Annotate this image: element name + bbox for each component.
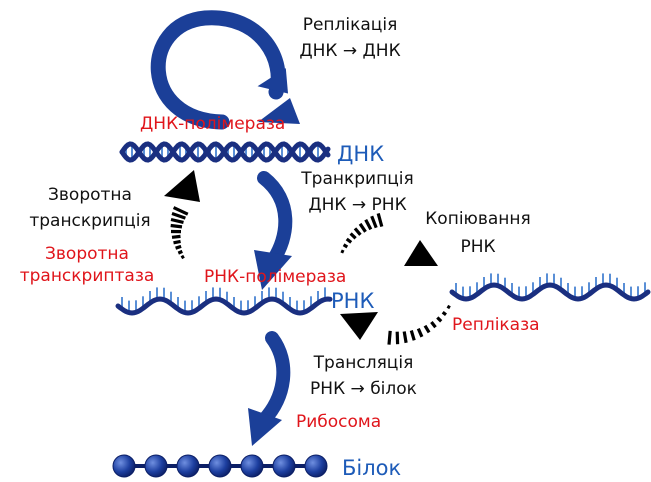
transcription-label: Транкрипція ДНК → РНК — [290, 168, 425, 216]
reverse-arrow-segment — [172, 214, 185, 219]
copy-arrow-segment-bottom — [431, 322, 435, 327]
reverse-transcription-line2: транскрипція — [20, 210, 160, 232]
transcription-title: Транкрипція — [290, 168, 425, 190]
reverse-transcription-label: Зворотна транскрипція — [20, 184, 160, 232]
amino-acid-bead — [241, 455, 263, 477]
reverse-arrow-segment — [181, 256, 184, 258]
copy-arrow-segment-top — [344, 245, 348, 247]
reverse-transcription-arrow — [164, 170, 200, 258]
rna-label: РНК — [331, 288, 374, 314]
translation-arrow — [248, 338, 283, 446]
rna-backbone — [452, 285, 648, 299]
rna-copy-strand — [452, 273, 648, 299]
copy-arrow-segment-bottom — [389, 331, 390, 345]
copy-arrow-segment-bottom — [437, 318, 441, 322]
copy-arrow-segment-bottom — [418, 329, 422, 337]
copy-arrow-segment-top — [351, 234, 356, 239]
reverse-transcriptase-line1: Зворотна — [12, 243, 162, 265]
copy-arrow-segment-top — [347, 239, 352, 242]
dna-double-helix — [122, 144, 328, 160]
rna-polymerase-label: РНК-полімераза — [204, 266, 346, 288]
dna-polymerase-label: ДНК-полімераза — [140, 113, 285, 135]
replication-arrow — [158, 18, 300, 124]
copy-arrow-segment-top — [366, 220, 371, 230]
translation-label: Трансляція РНК → білок — [296, 352, 431, 400]
copy-arrow-segment-top — [341, 251, 344, 252]
reverse-arrow-segment — [176, 246, 182, 248]
copy-arrow-segment-bottom — [443, 312, 446, 315]
replicase-label: Репліказа — [452, 314, 540, 336]
amino-acid-bead — [209, 455, 231, 477]
reverse-arrow-segment — [171, 226, 182, 227]
rna-copying-line1: Копіювання — [418, 208, 538, 230]
protein-label: Білок — [342, 455, 401, 481]
protein-chain — [113, 455, 327, 477]
copy-arrow-segment-top — [355, 228, 360, 234]
copy-arrow-segment-bottom — [404, 332, 406, 343]
amino-acid-bead — [273, 455, 295, 477]
translation-formula: РНК → білок — [296, 378, 431, 400]
reverse-arrow-segment — [178, 251, 182, 253]
reverse-transcription-line1: Зворотна — [20, 184, 160, 206]
amino-acid-bead — [113, 455, 135, 477]
copy-arrow-segment-bottom — [447, 306, 450, 308]
reverse-arrow-segment — [172, 236, 181, 237]
copy-arrow-segment-bottom — [411, 331, 414, 341]
reverse-transcriptase-line2: транскриптаза — [12, 265, 162, 287]
copy-arrow-segment-bottom — [425, 326, 429, 333]
amino-acid-bead — [145, 455, 167, 477]
reverse-arrow-segment — [174, 241, 181, 242]
ribosome-label: Рибосома — [296, 411, 381, 433]
reverse-arrow-segment — [171, 220, 184, 223]
rna-strand — [118, 287, 330, 313]
rna-copying-label: Копіювання РНК — [418, 208, 538, 258]
translation-title: Трансляція — [296, 352, 431, 374]
replication-formula: ДНК → ДНК — [285, 40, 415, 62]
copy-arrow-segment-top — [372, 216, 377, 228]
reverse-transcriptase-label: Зворотна транскриптаза — [12, 243, 162, 287]
replication-label: Реплікація ДНК → ДНК — [285, 14, 415, 62]
rna-copying-line2: РНК — [418, 236, 538, 258]
amino-acid-bead — [177, 455, 199, 477]
replication-title: Реплікація — [285, 14, 415, 36]
rna-backbone — [118, 299, 330, 313]
amino-acid-bead — [305, 455, 327, 477]
copy-arrow-segment-top — [360, 224, 365, 232]
transcription-formula: ДНК → РНК — [290, 194, 425, 216]
dna-label: ДНК — [337, 141, 384, 167]
